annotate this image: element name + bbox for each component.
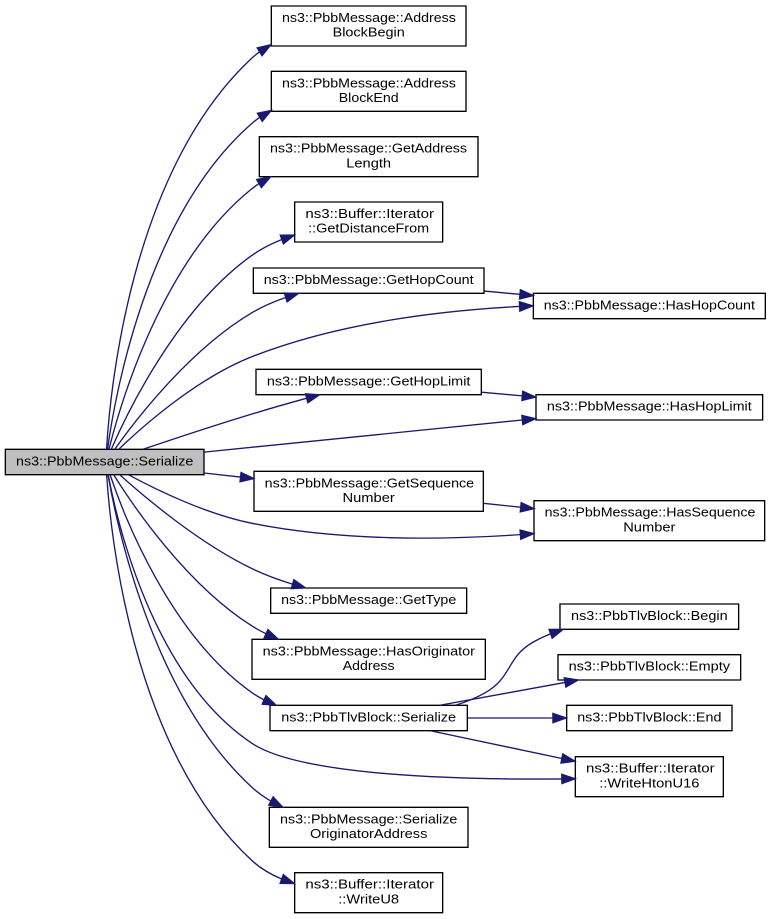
svg-text:::WriteHtonU16: ::WriteHtonU16 xyxy=(599,775,699,790)
svg-text:::GetDistanceFrom: ::GetDistanceFrom xyxy=(308,221,429,236)
svg-text:ns3::Buffer::Iterator: ns3::Buffer::Iterator xyxy=(305,877,434,892)
svg-text:Number: Number xyxy=(623,519,676,534)
svg-text:ns3::PbbMessage::GetAddress: ns3::PbbMessage::GetAddress xyxy=(270,141,467,156)
svg-text:ns3::PbbMessage::GetType: ns3::PbbMessage::GetType xyxy=(281,592,456,607)
svg-text:ns3::PbbMessage::HasOriginator: ns3::PbbMessage::HasOriginator xyxy=(263,643,476,658)
svg-text:BlockBegin: BlockBegin xyxy=(333,25,405,40)
svg-text:ns3::PbbMessage::HasSequence: ns3::PbbMessage::HasSequence xyxy=(545,505,756,520)
svg-text:ns3::PbbMessage::Address: ns3::PbbMessage::Address xyxy=(282,10,456,25)
svg-text:ns3::PbbMessage::GetHopCount: ns3::PbbMessage::GetHopCount xyxy=(264,272,474,287)
svg-text:ns3::PbbMessage::HasHopLimit: ns3::PbbMessage::HasHopLimit xyxy=(547,399,752,414)
svg-text:ns3::PbbTlvBlock::End: ns3::PbbTlvBlock::End xyxy=(577,709,721,724)
svg-text:ns3::PbbTlvBlock::Begin: ns3::PbbTlvBlock::Begin xyxy=(571,608,728,623)
svg-text:Number: Number xyxy=(343,490,396,505)
svg-text:ns3::PbbMessage::Serialize: ns3::PbbMessage::Serialize xyxy=(16,453,193,468)
svg-text:ns3::Buffer::Iterator: ns3::Buffer::Iterator xyxy=(305,206,434,221)
svg-text:ns3::PbbTlvBlock::Empty: ns3::PbbTlvBlock::Empty xyxy=(569,659,731,674)
svg-text:ns3::PbbMessage::GetSequence: ns3::PbbMessage::GetSequence xyxy=(265,475,474,490)
svg-text:ns3::Buffer::Iterator: ns3::Buffer::Iterator xyxy=(586,761,715,776)
svg-text:BlockEnd: BlockEnd xyxy=(339,90,399,105)
svg-text:ns3::PbbMessage::Serialize: ns3::PbbMessage::Serialize xyxy=(280,811,457,826)
svg-text:ns3::PbbMessage::Address: ns3::PbbMessage::Address xyxy=(282,75,456,90)
svg-text:ns3::PbbMessage::GetHopLimit: ns3::PbbMessage::GetHopLimit xyxy=(267,373,471,388)
svg-text:ns3::PbbTlvBlock::Serialize: ns3::PbbTlvBlock::Serialize xyxy=(281,709,456,724)
svg-text:OriginatorAddress: OriginatorAddress xyxy=(310,826,428,841)
svg-text:ns3::PbbMessage::HasHopCount: ns3::PbbMessage::HasHopCount xyxy=(544,297,756,312)
svg-text:::WriteU8: ::WriteU8 xyxy=(338,891,399,906)
svg-text:Address: Address xyxy=(343,658,395,673)
svg-text:Length: Length xyxy=(346,155,391,170)
